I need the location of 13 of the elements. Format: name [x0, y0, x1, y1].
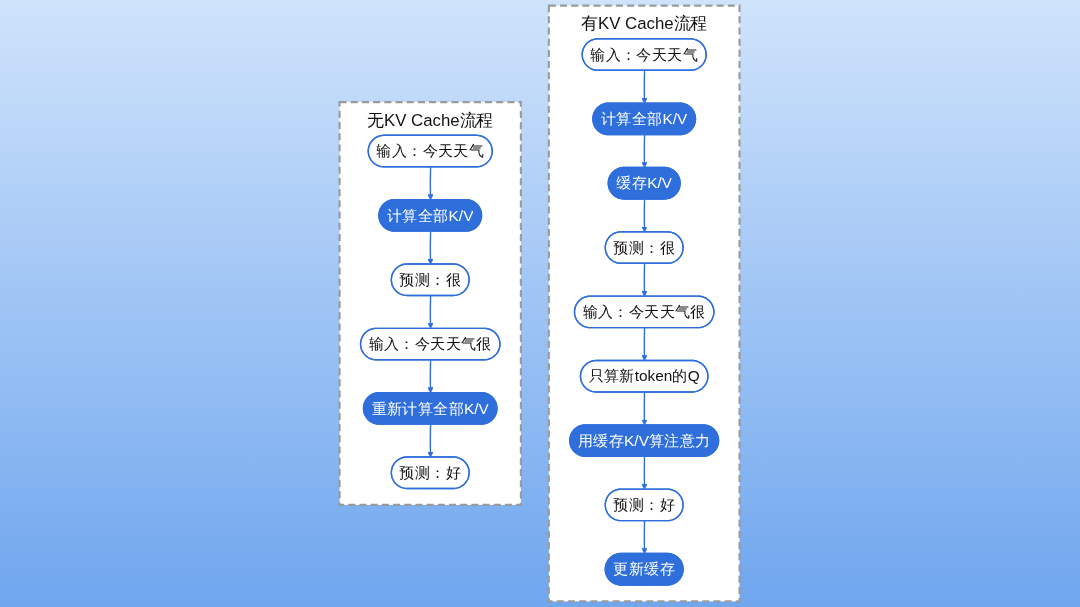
arrow	[427, 166, 434, 201]
arrow	[427, 230, 434, 265]
arrow	[641, 262, 648, 297]
arrow	[427, 359, 434, 394]
arrow	[641, 327, 648, 362]
arrow	[641, 391, 648, 426]
arrow	[641, 134, 648, 169]
arrow	[427, 423, 434, 458]
arrow	[641, 455, 648, 490]
arrow	[641, 69, 648, 104]
arrow	[641, 198, 648, 233]
arrow	[427, 295, 434, 329]
arrow	[641, 520, 648, 555]
